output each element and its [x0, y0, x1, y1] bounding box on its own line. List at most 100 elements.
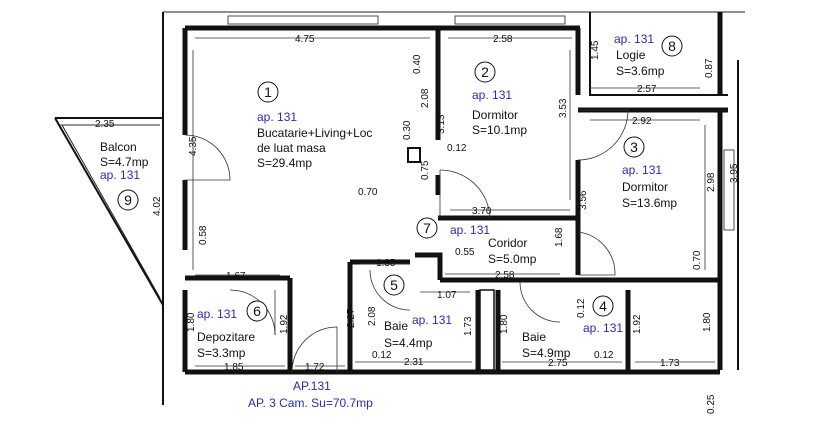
door-entrance — [291, 326, 338, 373]
room-name: Dormitor — [622, 180, 668, 194]
apartment-label: AP.131 — [293, 379, 331, 393]
room-area: S=4.9mp — [522, 346, 571, 360]
pillar — [407, 147, 421, 163]
room-number-circle — [623, 136, 645, 158]
door-bedroom3 — [577, 109, 629, 161]
room-area: S=13.6mp — [622, 196, 677, 210]
dim-label: 1.80 — [702, 312, 713, 332]
dim-label: 1.73 — [463, 316, 474, 336]
room-name: Coridor — [488, 236, 527, 250]
dim-label: 0.75 — [420, 160, 431, 180]
wall-corridor-left — [415, 252, 443, 280]
apartment-total-area: AP. 3 Cam. Su=70.7mp — [248, 396, 373, 410]
room-ap-label: ap. 131 — [614, 32, 654, 46]
room-name: Bucatarie+Living+Loc — [257, 126, 372, 140]
dim-label: 2.57 — [637, 84, 657, 95]
dim-label: 4.35 — [188, 136, 199, 156]
dimension-labels: 4.75 2.58 1.45 0.87 2.57 2.92 2.35 4.35 … — [95, 34, 740, 414]
room-ap-label: ap. 131 — [583, 321, 623, 335]
dim-label: 0.70 — [358, 187, 378, 198]
dim-label: 0.58 — [198, 225, 209, 245]
room-name: Baie — [522, 330, 546, 344]
dim-label: 1.72 — [305, 362, 325, 373]
room-number-circle — [257, 81, 279, 103]
room-ap-label: ap. 131 — [450, 223, 490, 237]
dim-label: 4.02 — [152, 196, 163, 216]
door-bath4 — [519, 281, 561, 323]
room-number: 9 — [124, 192, 132, 208]
room-area: S=5.0mp — [488, 252, 537, 266]
dim-label: 1.35 — [376, 258, 396, 269]
room-ap-label: ap. 131 — [412, 313, 452, 327]
door-bedroom2 — [439, 169, 491, 219]
window-right — [723, 149, 735, 231]
dim-label: 3.56 — [578, 190, 589, 210]
room-ap-label: ap. 131 — [257, 110, 297, 124]
dim-label: 1.68 — [554, 227, 565, 247]
room-number-circle — [474, 61, 496, 83]
door-balcony — [184, 134, 231, 181]
dim-label: 3.53 — [558, 98, 569, 118]
dim-label: 1.07 — [437, 290, 457, 301]
room-labels: ap. 131 Bucatarie+Living+Loc de luat mas… — [100, 32, 677, 360]
dim-label: 3.70 — [472, 206, 492, 217]
door-bath5 — [369, 269, 411, 311]
room-number-circle — [246, 300, 268, 322]
dim-label: 0.70 — [692, 250, 703, 270]
room-name: Depozitare — [197, 330, 255, 344]
dim-label: 2.75 — [548, 358, 568, 369]
dim-label: 0.12 — [372, 350, 392, 361]
room-area: S=3.3mp — [197, 346, 246, 360]
dim-label: 0.30 — [402, 120, 413, 140]
room-number: 7 — [423, 220, 431, 236]
room-number: 1 — [264, 84, 272, 100]
walls — [54, 11, 745, 405]
room-area: S=4.4mp — [384, 336, 433, 350]
room-ap-label: ap. 131 — [472, 88, 512, 102]
room-name: Balcon — [100, 140, 137, 154]
dimension-lines — [60, 37, 715, 367]
room-ap-label: ap. 131 — [197, 307, 237, 321]
room-number: 4 — [599, 298, 607, 314]
room-number: 2 — [481, 64, 489, 80]
dim-label: 2.58 — [495, 270, 515, 281]
room-numbers: 1 2 3 4 5 6 7 8 9 — [117, 35, 683, 322]
dim-label: 2.08 — [367, 306, 378, 326]
dim-label: 2.35 — [95, 119, 115, 130]
dim-label: 4.75 — [295, 34, 315, 45]
dim-label: 0.55 — [455, 247, 475, 258]
window-top-living — [227, 15, 379, 25]
room-number-circle — [383, 274, 405, 296]
dim-label: 2.08 — [420, 88, 431, 108]
dim-label: 1.73 — [660, 358, 680, 369]
dim-label: 1.92 — [632, 314, 643, 334]
room-number: 6 — [253, 303, 261, 319]
dim-label: 3.95 — [729, 163, 740, 183]
room-name: Baie — [384, 319, 408, 333]
room-number: 5 — [390, 277, 398, 293]
dim-label: 3.13 — [436, 114, 447, 134]
dim-label: 1.92 — [279, 314, 290, 334]
shaft — [479, 289, 495, 371]
dim-label: 1.67 — [226, 271, 246, 282]
window-top-bedroom2 — [454, 15, 566, 25]
room-ap-label: ap. 131 — [622, 163, 662, 177]
dim-label: 0.40 — [412, 54, 423, 74]
dim-label: 0.12 — [447, 143, 467, 154]
room-area: S=4.7mp — [100, 155, 149, 169]
dim-label: 2.27 — [346, 308, 357, 328]
dim-label: 1.45 — [590, 40, 601, 60]
doors — [184, 109, 629, 373]
dim-label: 1.80 — [186, 312, 197, 332]
room-name: de luat masa — [257, 141, 326, 155]
room-area: S=29.4mp — [257, 156, 312, 170]
logie-wall — [589, 12, 728, 96]
door-corridor-bedroom3 — [577, 231, 616, 276]
room-area: S=3.6mp — [616, 64, 665, 78]
room-number: 3 — [630, 139, 638, 155]
room-number-circle — [117, 189, 139, 211]
dim-label: 0.25 — [706, 394, 717, 414]
room-name: Dormitor — [472, 108, 518, 122]
dim-label: 0.12 — [594, 350, 614, 361]
room-area: S=10.1mp — [472, 123, 527, 137]
